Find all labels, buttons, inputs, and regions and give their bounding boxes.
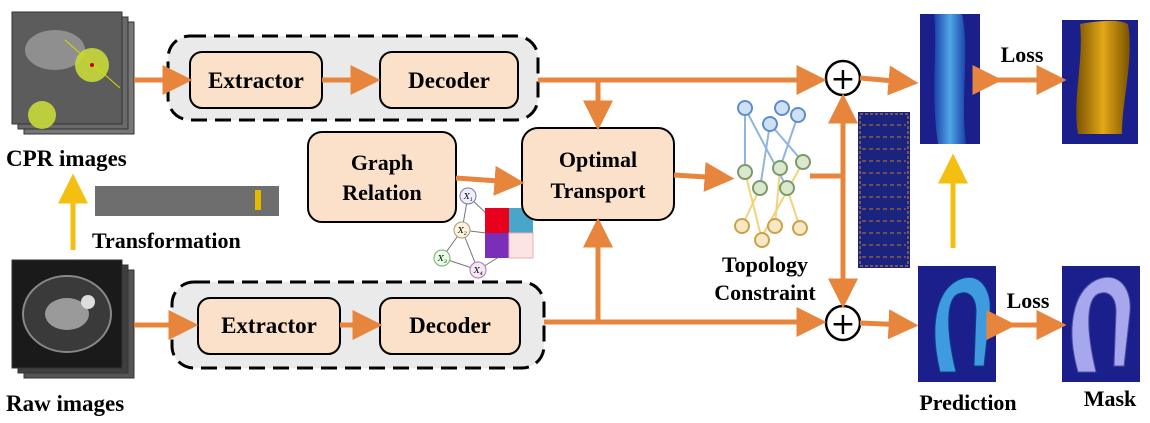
prediction-cpr-image: [920, 14, 980, 144]
raw-image-stack: [11, 259, 135, 379]
cpr-image-stack: [11, 11, 135, 135]
feature-strip: [858, 112, 910, 268]
cpr-images-label: CPR images: [6, 146, 127, 171]
optimal-transport-line2: Transport: [551, 178, 647, 203]
optimal-transport-line1: Optimal: [559, 147, 637, 172]
prediction-label: Prediction: [919, 390, 1016, 415]
decoder-bottom-label: Decoder: [409, 313, 491, 338]
mask-cpr-image: [1062, 20, 1138, 144]
node-x2-label: X2: [457, 226, 467, 237]
flow-arrows: [134, 65, 919, 340]
relation-graph-illustration: X1 X2 X3 X4: [433, 187, 534, 279]
graph-relation-line1: Graph: [351, 150, 413, 175]
transformation-strip: [95, 186, 279, 216]
plus-bottom-symbol: +: [830, 307, 855, 342]
loss-bottom-label: Loss: [1007, 288, 1050, 313]
topology-network: [734, 100, 811, 248]
extractor-top-label: Extractor: [208, 68, 304, 93]
graph-relation-box: [307, 131, 457, 223]
node-x4-label: X4: [473, 266, 483, 277]
loss-top-label: Loss: [1001, 42, 1044, 67]
plus-top-symbol: +: [830, 62, 855, 97]
raw-images-label: Raw images: [6, 391, 124, 416]
node-x3-label: X3: [437, 254, 447, 265]
prediction-aorta-image: [918, 266, 996, 382]
transformation-label: Transformation: [92, 228, 241, 253]
optimal-transport-box: [521, 127, 675, 221]
topology-line1: Topology: [722, 252, 808, 277]
decoder-top-label: Decoder: [408, 68, 490, 93]
extractor-bottom-label: Extractor: [221, 313, 317, 338]
mask-label: Mask: [1084, 386, 1137, 411]
graph-relation-line2: Relation: [342, 180, 421, 205]
mask-aorta-image: [1062, 266, 1140, 382]
topology-line2: Constraint: [714, 280, 816, 305]
node-x1-label: X1: [463, 192, 473, 203]
